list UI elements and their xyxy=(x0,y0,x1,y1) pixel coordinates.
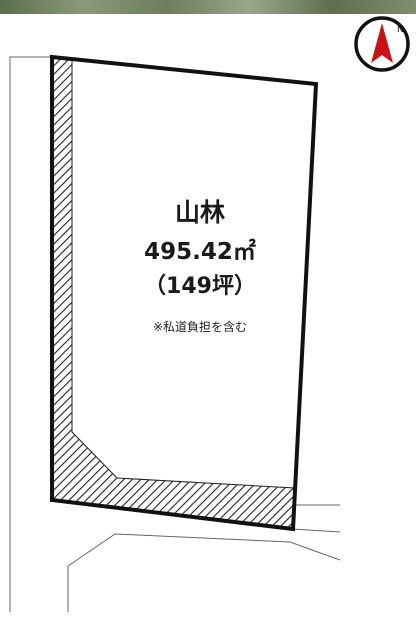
north-label: N xyxy=(397,25,404,35)
north-arrow-icon: N xyxy=(353,15,411,73)
lot-tsubo-label: （149坪） xyxy=(144,274,256,299)
lot-type-label: 山林 xyxy=(174,198,225,227)
photo-strip xyxy=(0,0,416,14)
lot-area-label: 495.42㎡ xyxy=(144,239,256,265)
road-lines xyxy=(9,56,341,612)
private-road-note: ※私道負担を含む xyxy=(152,320,248,334)
lot-boundary xyxy=(50,54,319,532)
